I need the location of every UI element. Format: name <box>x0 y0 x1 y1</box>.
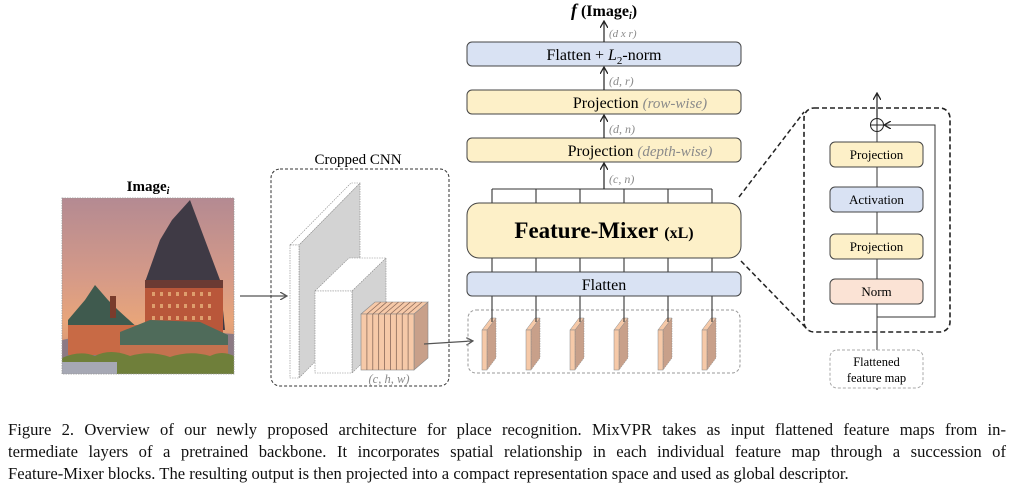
input-photo <box>61 197 235 375</box>
cnn-dashed-box <box>270 168 450 387</box>
feature-mixer-block: Feature-Mixer (xL) <box>466 202 742 259</box>
svg-text:Flattened: Flattened <box>853 355 900 369</box>
caption-line: termediate layers of a pretrained backbo… <box>8 442 1006 461</box>
feature-maps-box <box>467 309 741 374</box>
svg-text:Projection: Projection <box>850 239 904 254</box>
cnn-output-block <box>360 301 429 371</box>
zoom-line-bottom <box>740 260 809 331</box>
svg-text:Projection: Projection <box>850 147 904 162</box>
cnn-label: Cropped CNN <box>314 152 401 168</box>
feature-mixer-label: Feature-Mixer <box>514 218 658 243</box>
svg-text:Feature-Mixer(xL): Feature-Mixer (xL) <box>514 218 693 243</box>
skip-connection <box>877 125 936 318</box>
svg-text:Projection(depth-wise): Projection(depth-wise) <box>568 143 713 160</box>
feature-map <box>657 317 673 371</box>
dim-label-dxr: (d x r) <box>609 28 637 40</box>
flattened-feature-map-input: Flattened feature map <box>829 349 924 389</box>
mixer-activation: Activation <box>829 186 924 213</box>
svg-text:Norm: Norm <box>861 284 891 299</box>
feature-map <box>701 317 717 371</box>
feature-maps <box>481 317 717 371</box>
feature-map <box>525 317 541 371</box>
dim-label-dr: (d, r) <box>609 74 634 88</box>
add-icon <box>870 118 884 132</box>
svg-text:feature map: feature map <box>847 371 906 385</box>
figure-caption: Figure 2. Overview of our newly proposed… <box>8 419 1006 485</box>
svg-text:Flatten + L2-norm: Flatten + L2-norm <box>547 47 663 67</box>
input-image-group: Imagei <box>61 179 235 375</box>
mixer-norm: Norm <box>829 278 924 305</box>
cnn-to-featuremaps-arrow <box>423 341 472 344</box>
flatten-l2norm-block: Flatten + L2-norm <box>466 41 742 67</box>
feature-map <box>569 317 585 371</box>
zoom-line-top <box>738 111 805 198</box>
output-descriptor-label: f (Imagei) <box>571 0 637 22</box>
cnn-shape-label: (c, h, w) <box>369 372 410 386</box>
dim-label-cn: (c, n) <box>609 172 634 186</box>
svg-text:Projection(row-wise): Projection(row-wise) <box>573 95 707 112</box>
caption-line: Feature-Mixer blocks. The resulting outp… <box>8 464 849 483</box>
dim-label-dn: (d, n) <box>609 122 635 136</box>
svg-text:Activation: Activation <box>849 192 904 207</box>
connector-lines <box>491 188 713 322</box>
mixer-projection-1: Projection <box>829 233 924 260</box>
caption-line: Figure 2. Overview of our newly proposed… <box>8 420 1006 439</box>
feature-map <box>613 317 629 371</box>
svg-text:Flatten: Flatten <box>582 277 626 294</box>
cropped-cnn-group: Cropped CNN (c, h, w) <box>270 152 450 387</box>
architecture-diagram: Imagei <box>61 0 951 390</box>
feature-mixer-repeat: (xL) <box>664 225 693 242</box>
projection-rowwise-block: Projection(row-wise) <box>466 89 742 115</box>
flatten-block: Flatten <box>466 271 742 297</box>
mixer-projection-2: Projection <box>829 141 924 168</box>
input-image-title: Imagei <box>127 179 170 197</box>
projection-depthwise-block: Projection(depth-wise) <box>466 137 742 163</box>
feature-map <box>481 317 497 371</box>
